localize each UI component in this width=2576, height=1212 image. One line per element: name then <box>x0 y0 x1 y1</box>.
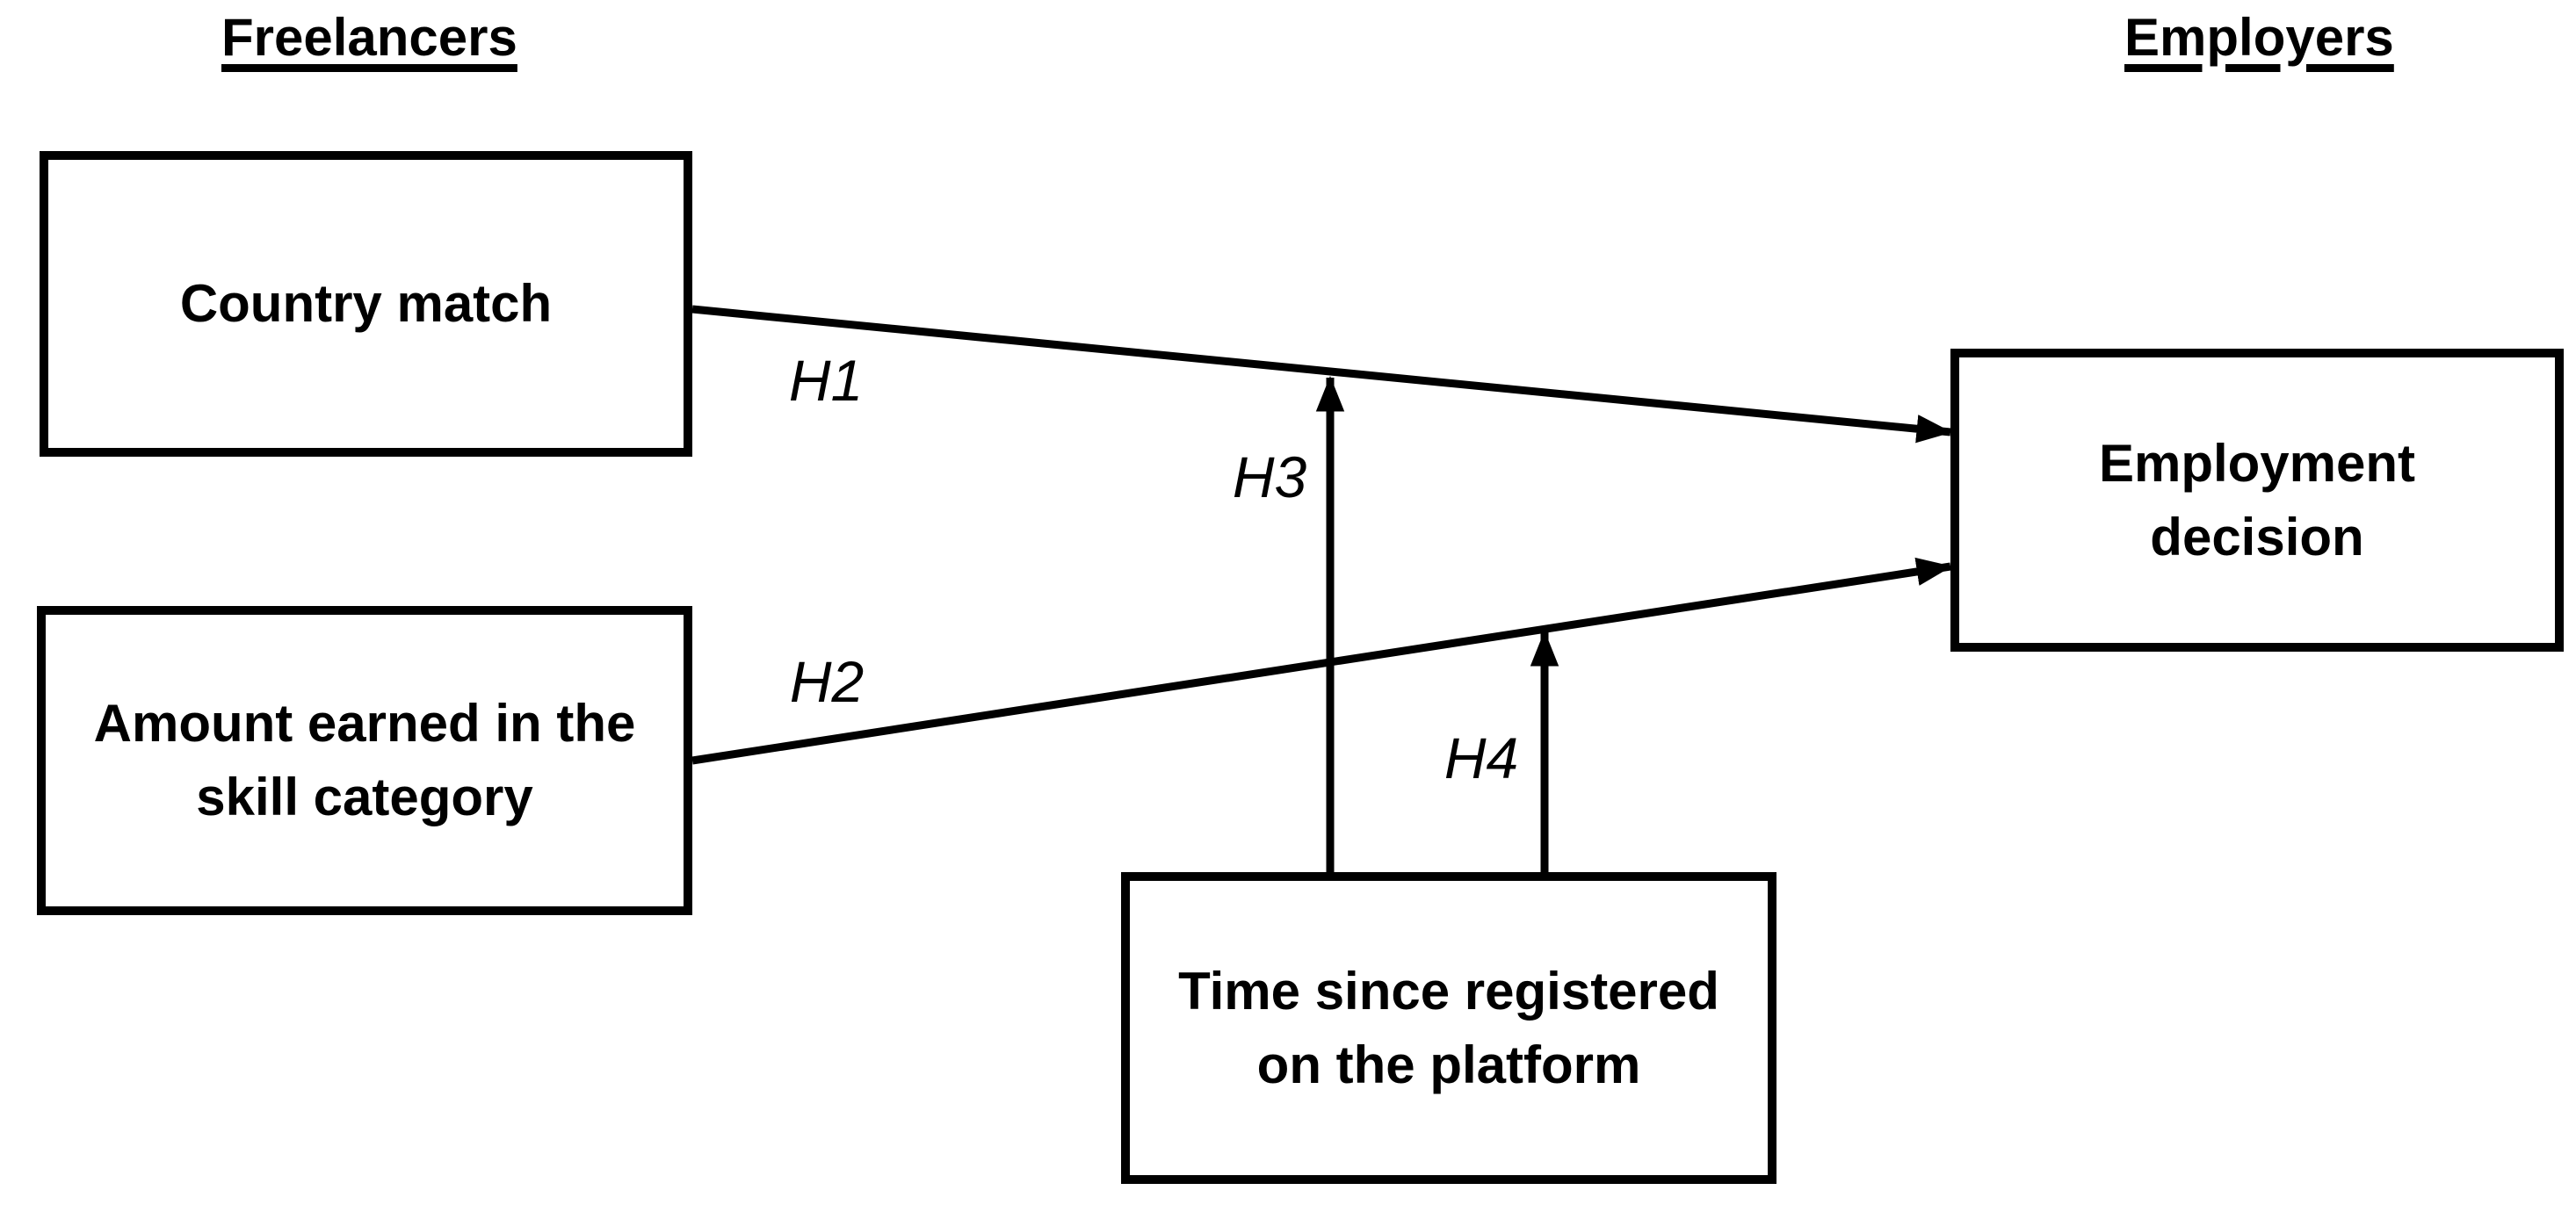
node-employment-decision: Employment decision <box>1950 349 2564 652</box>
h3-arrow-label: H3 <box>1232 444 1307 509</box>
column-heading-freelancers: Freelancers <box>221 8 517 67</box>
node-amount-earned: Amount earned in the skill category <box>37 606 692 915</box>
h1-arrow-label: H1 <box>788 348 864 413</box>
h2-arrow <box>691 557 1953 765</box>
column-heading-employers: Employers <box>2124 8 2394 67</box>
node-amount-earned-label: Amount earned in the skill category <box>93 694 636 826</box>
node-country-match-label: Country match <box>179 274 553 333</box>
h1-arrow <box>691 305 1953 444</box>
node-time-registered: Time since registered on the platform <box>1121 872 1776 1184</box>
h4-arrow-label: H4 <box>1444 725 1519 790</box>
node-time-registered-label: Time since registered on the platform <box>1178 961 1719 1094</box>
node-employment-decision-label: Employment decision <box>2098 433 2416 566</box>
h2-arrow-label: H2 <box>789 649 865 714</box>
node-country-match: Country match <box>40 151 692 457</box>
